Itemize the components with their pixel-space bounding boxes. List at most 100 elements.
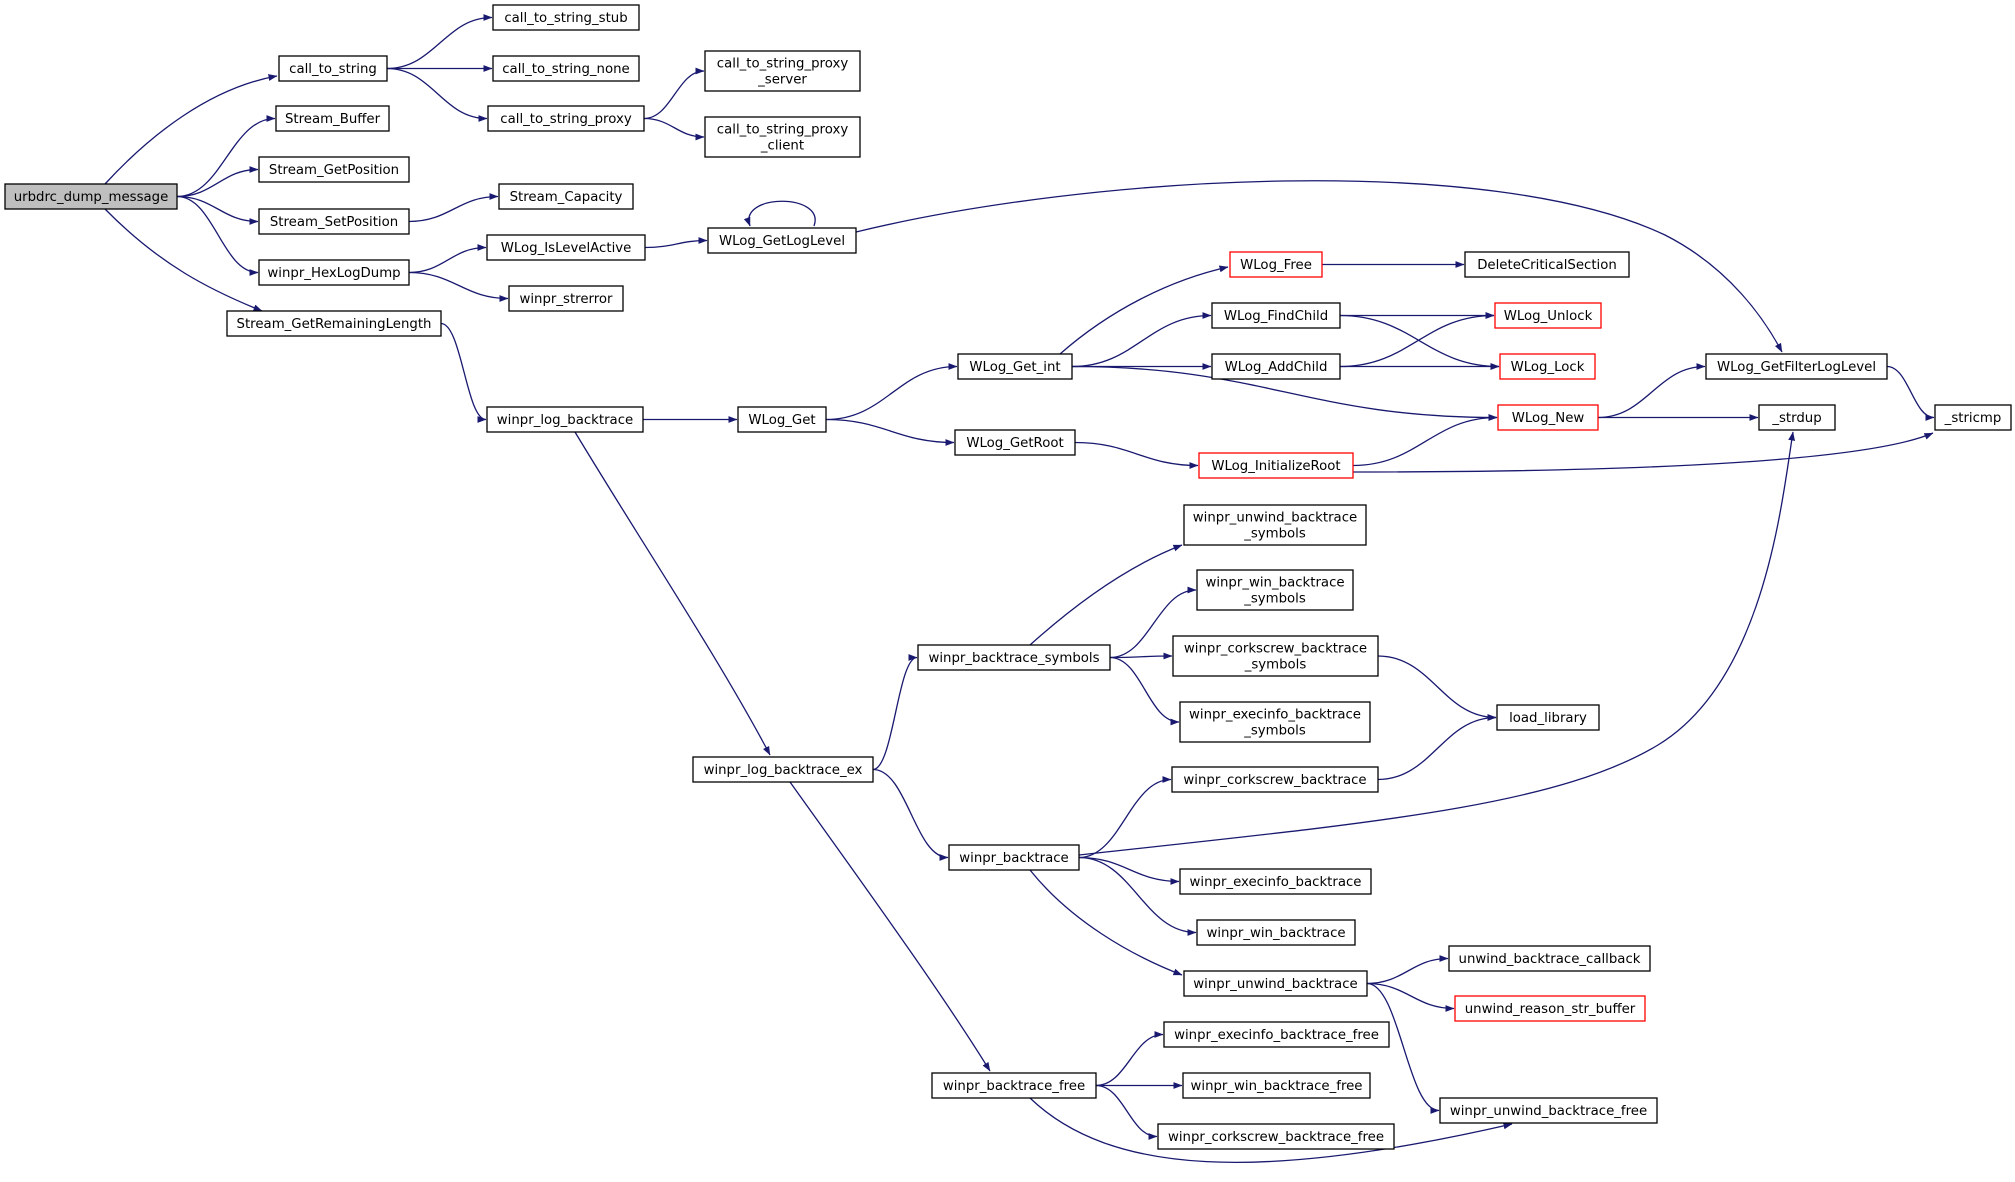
node-winpr-win-backtrace-symbols[interactable]: winpr_win_backtrace_symbols <box>1196 569 1354 611</box>
edge-wlog-findchild-to-wlog-lock <box>1339 314 1500 370</box>
node-label: winpr_win_backtrace_free <box>1191 1079 1363 1094</box>
node-call-to-string-proxy[interactable]: call_to_string_proxy <box>487 105 645 132</box>
node-label: Stream_GetPosition <box>269 163 399 178</box>
node-wlog-getloglevel[interactable]: WLog_GetLogLevel <box>707 227 857 254</box>
node-box <box>1211 353 1341 380</box>
node-unwind-reason-str-buffer[interactable]: unwind_reason_str_buffer <box>1454 995 1646 1022</box>
node-winpr-execinfo-backtrace[interactable]: winpr_execinfo_backtrace <box>1179 868 1372 895</box>
function-nodes: urbdrc_dump_message call_to_string call_to… <box>4 4 2012 1150</box>
node-load-library[interactable]: load_library <box>1496 704 1600 731</box>
node-winpr-strerror[interactable]: winpr_strerror <box>508 285 624 312</box>
node-label: WLog_AddChild <box>1225 360 1328 375</box>
node-winpr-log-backtrace-ex[interactable]: winpr_log_backtrace_ex <box>692 756 874 783</box>
edge-wlog-get-int-to-wlog-findchild <box>1071 312 1212 368</box>
node-label: _strdup <box>1771 411 1821 426</box>
node-call-to-string[interactable]: call_to_string <box>278 55 388 82</box>
node-winpr-corkscrew-backtrace-symbols[interactable]: winpr_corkscrew_backtrace_symbols <box>1172 635 1379 677</box>
node-wlog-findchild[interactable]: WLog_FindChild <box>1211 302 1341 329</box>
node-wlog-lock[interactable]: WLog_Lock <box>1499 353 1596 380</box>
edge-winpr-log-backtrace-ex-to-winpr-backtrace-free <box>789 781 991 1072</box>
node-wlog-unlock[interactable]: WLog_Unlock <box>1494 302 1602 329</box>
edge-winpr-backtrace-to--strdup <box>1078 431 1796 856</box>
node-stream-capacity[interactable]: Stream_Capacity <box>498 183 634 210</box>
node-box <box>1172 635 1379 677</box>
node-label: _server <box>757 73 807 88</box>
node-winpr-backtrace-symbols[interactable]: winpr_backtrace_symbols <box>917 644 1111 671</box>
node-winpr-log-backtrace[interactable]: winpr_log_backtrace <box>486 406 644 433</box>
edge-winpr-unwind-backtrace-to-unwind-backtrace-callback <box>1366 955 1449 985</box>
node-wlog-islevelactive[interactable]: WLog_IsLevelActive <box>486 234 646 261</box>
node-stream-getremaininglength[interactable]: Stream_GetRemainingLength <box>226 310 442 337</box>
node-stream-buffer[interactable]: Stream_Buffer <box>275 105 390 132</box>
node-call-to-string-stub[interactable]: call_to_string_stub <box>492 4 640 31</box>
node-label: winpr_win_backtrace <box>1206 926 1345 941</box>
node-label: Stream_Capacity <box>510 190 623 205</box>
node-box <box>1179 701 1371 743</box>
node-winpr-backtrace-free[interactable]: winpr_backtrace_free <box>931 1072 1097 1099</box>
node-label: _symbols <box>1244 658 1307 673</box>
node-label: unwind_backtrace_callback <box>1459 952 1641 967</box>
node-unwind-backtrace-callback[interactable]: unwind_backtrace_callback <box>1448 945 1651 972</box>
edge-winpr-backtrace-to-winpr-execinfo-backtrace <box>1078 856 1180 885</box>
node-label: call_to_string_proxy <box>500 112 632 127</box>
node-label: winpr_strerror <box>519 292 613 307</box>
node-wlog-get[interactable]: WLog_Get <box>737 406 827 433</box>
node-winpr-execinfo-backtrace-free[interactable]: winpr_execinfo_backtrace_free <box>1163 1021 1390 1048</box>
node-winpr-hexlogdump[interactable]: winpr_HexLogDump <box>258 259 410 286</box>
node-winpr-execinfo-backtrace-symbols[interactable]: winpr_execinfo_backtrace_symbols <box>1179 701 1371 743</box>
node-deletecriticalsection[interactable]: DeleteCriticalSection <box>1464 251 1630 278</box>
node-urbdrc-dump-message[interactable]: urbdrc_dump_message <box>4 183 178 210</box>
node-box <box>498 183 634 210</box>
node-stream-setposition[interactable]: Stream_SetPosition <box>258 208 410 235</box>
node-wlog-getfilterloglevel[interactable]: WLog_GetFilterLogLevel <box>1705 353 1888 380</box>
node-call-to-string-proxy-client[interactable]: call_to_string_proxy_client <box>704 116 861 158</box>
node-label: load_library <box>1509 711 1587 726</box>
node-winpr-unwind-backtrace-free[interactable]: winpr_unwind_backtrace_free <box>1439 1097 1658 1124</box>
edge-call-to-string-to-call-to-string-stub <box>386 14 493 70</box>
node--strdup[interactable]: _strdup <box>1758 404 1836 431</box>
node-call-to-string-none[interactable]: call_to_string_none <box>492 55 640 82</box>
edge-wlog-new-to-wlog-getfilterloglevel <box>1597 363 1706 419</box>
node-wlog-new[interactable]: WLog_New <box>1497 404 1599 431</box>
node-label: WLog_GetLogLevel <box>719 234 845 249</box>
node-label: winpr_backtrace <box>959 851 1068 866</box>
node-wlog-addchild[interactable]: WLog_AddChild <box>1211 353 1341 380</box>
node-call-to-string-proxy-server[interactable]: call_to_string_proxy_server <box>704 50 861 92</box>
node-winpr-backtrace[interactable]: winpr_backtrace <box>948 844 1080 871</box>
node-winpr-unwind-backtrace-symbols[interactable]: winpr_unwind_backtrace_symbols <box>1183 504 1367 546</box>
edge-urbdrc-dump-message-to-stream-setposition <box>176 195 259 225</box>
node-winpr-win-backtrace-free[interactable]: winpr_win_backtrace_free <box>1182 1072 1371 1099</box>
node-box <box>486 406 644 433</box>
node-box <box>1454 995 1646 1022</box>
node-label: Stream_SetPosition <box>270 215 398 230</box>
node-box <box>1448 945 1651 972</box>
node--stricmp[interactable]: _stricmp <box>1934 404 2012 431</box>
node-label: WLog_Lock <box>1511 360 1585 375</box>
edge-call-to-string-proxy-to-call-to-string-proxy-client <box>643 117 705 141</box>
node-label: _symbols <box>1243 592 1306 607</box>
edge-winpr-corkscrew-backtrace-symbols-to-load-library <box>1377 655 1497 721</box>
node-wlog-initializeroot[interactable]: WLog_InitializeRoot <box>1198 452 1354 479</box>
node-wlog-getroot[interactable]: WLog_GetRoot <box>954 429 1076 456</box>
node-label: WLog_IsLevelActive <box>501 241 632 256</box>
node-box <box>1229 251 1323 278</box>
node-label: winpr_win_backtrace <box>1205 576 1344 591</box>
node-winpr-win-backtrace[interactable]: winpr_win_backtrace <box>1196 919 1356 946</box>
node-label: winpr_HexLogDump <box>267 266 400 281</box>
node-label: WLog_FindChild <box>1224 309 1328 324</box>
edge-winpr-backtrace-to-winpr-corkscrew-backtrace <box>1078 776 1172 859</box>
node-label: winpr_log_backtrace <box>497 413 633 428</box>
call-edges <box>104 14 1935 1164</box>
node-stream-getposition[interactable]: Stream_GetPosition <box>258 156 410 183</box>
node-label: DeleteCriticalSection <box>1477 258 1617 273</box>
node-label: Stream_Buffer <box>285 112 381 127</box>
node-box <box>508 285 624 312</box>
node-label: winpr_unwind_backtrace_free <box>1450 1104 1647 1119</box>
node-winpr-corkscrew-backtrace-free[interactable]: winpr_corkscrew_backtrace_free <box>1157 1123 1395 1150</box>
node-wlog-get-int[interactable]: WLog_Get_int <box>957 353 1073 380</box>
node-winpr-unwind-backtrace[interactable]: winpr_unwind_backtrace <box>1183 970 1368 997</box>
node-winpr-corkscrew-backtrace[interactable]: winpr_corkscrew_backtrace <box>1171 766 1379 793</box>
node-label: winpr_execinfo_backtrace <box>1189 708 1361 723</box>
node-wlog-free[interactable]: WLog_Free <box>1229 251 1323 278</box>
